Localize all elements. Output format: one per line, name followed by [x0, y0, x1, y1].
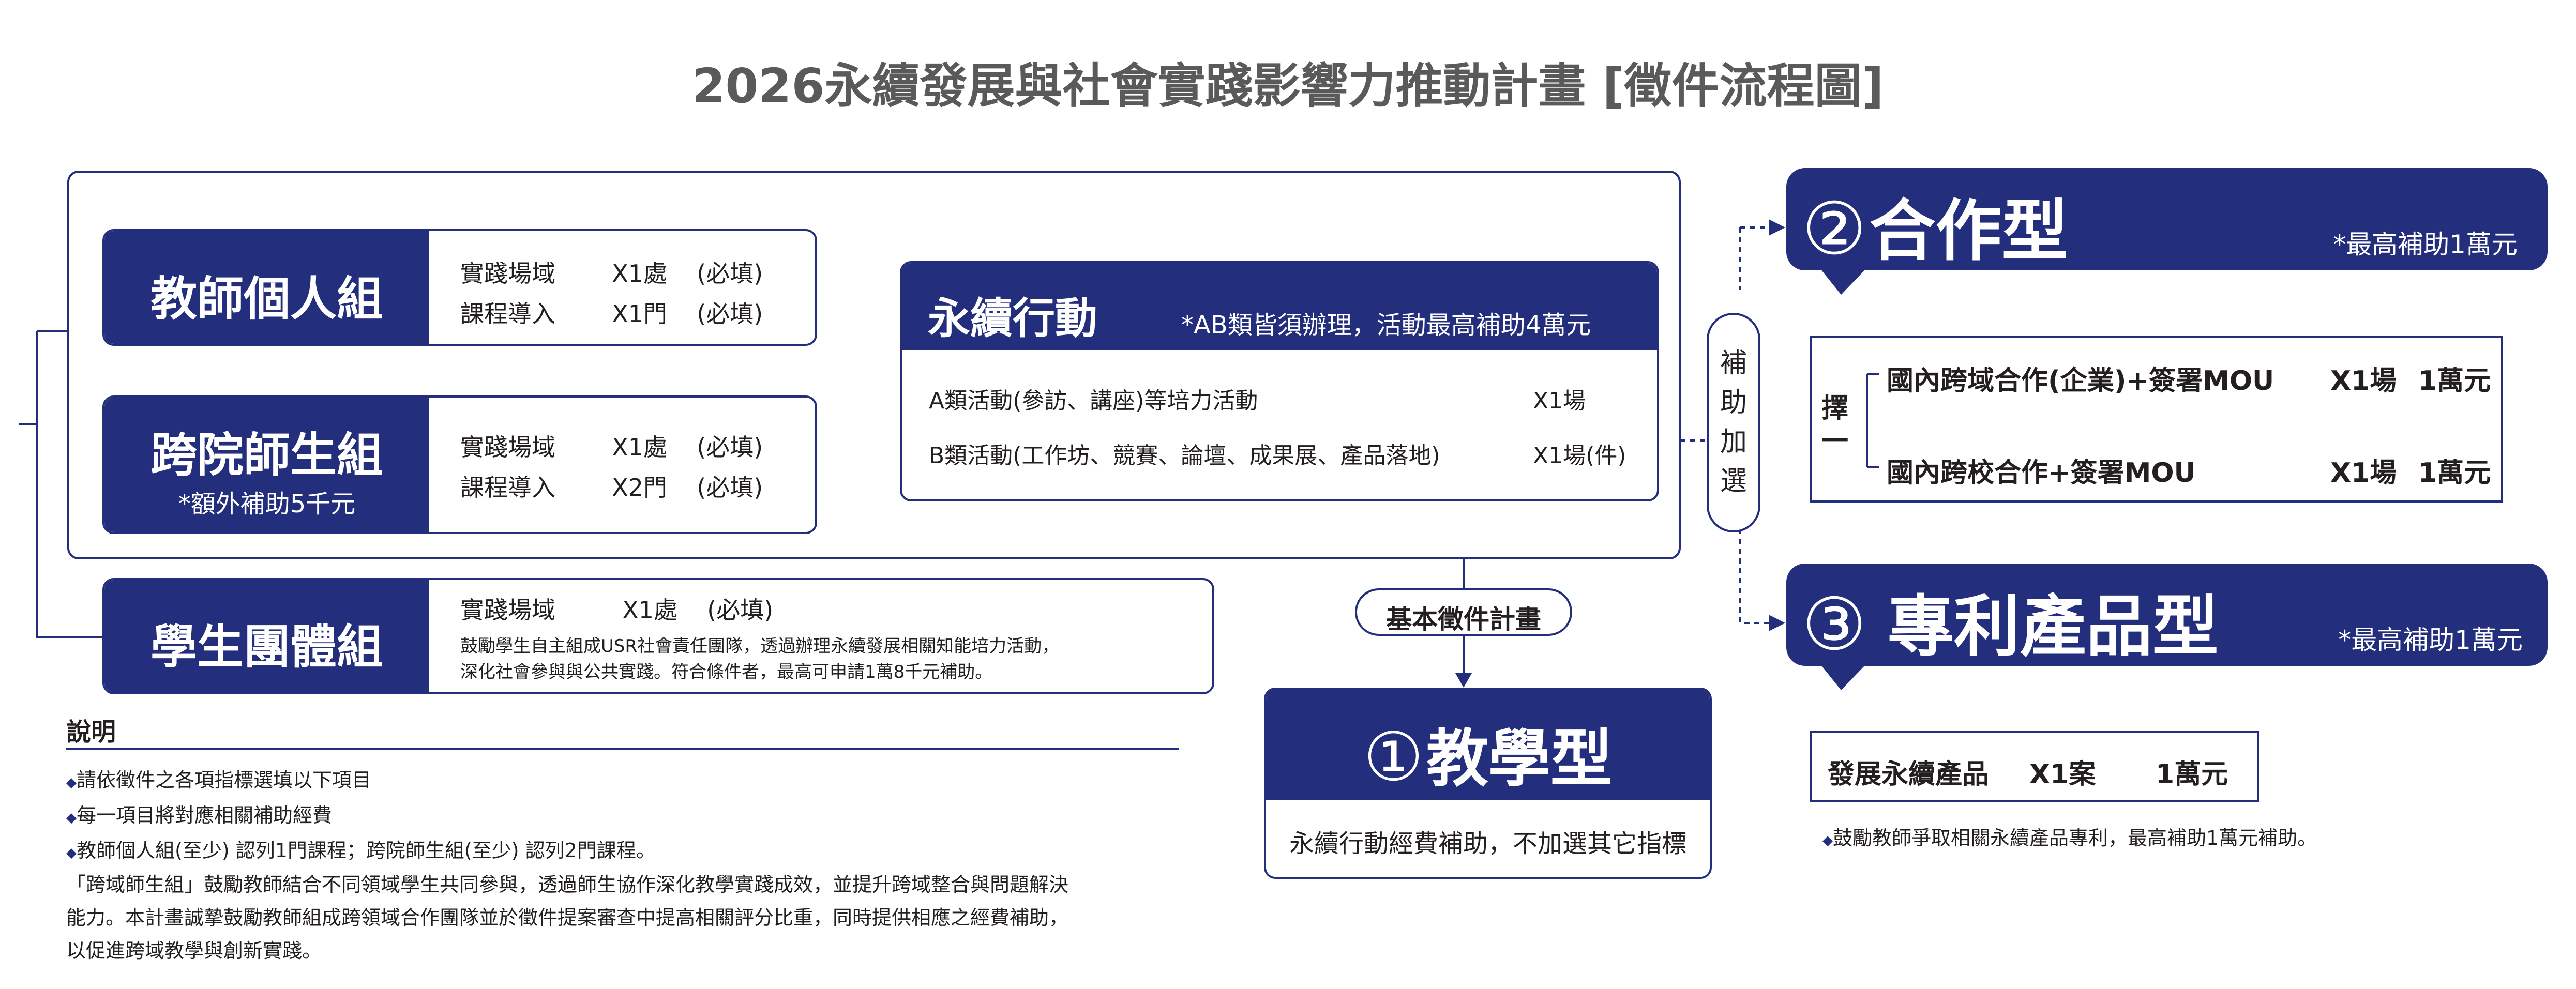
field-row: 實踐場域 X1處 (必填)	[460, 591, 773, 626]
cross-school-name: 跨院師生組	[150, 428, 383, 482]
diamond-bullet-icon: ◆	[66, 775, 77, 790]
row-label: 實踐場域	[460, 260, 555, 287]
cross-school-card: 跨院師生組 *額外補助5千元 實踐場域 X1處 (必填) 課程導入 X2門 (必…	[102, 395, 817, 534]
bullet-text: 請依徵件之各項指標選填以下項目	[77, 769, 372, 792]
row-qty: X1處	[622, 596, 678, 624]
explanation-paragraph-line2: 能力。本計畫誠摯鼓勵教師組成跨領域合作團隊並於徵件提案審查中提高相關評分比重，同…	[66, 906, 1069, 929]
row-label: 實踐場域	[460, 596, 555, 624]
teacher-individual-header: 教師個人組	[104, 231, 429, 344]
field-row: 實踐場域 X1處 (必填)	[460, 429, 763, 463]
choose-bracket	[1866, 373, 1879, 468]
patent-bullet: ◆鼓勵教師爭取相關永續產品專利，最高補助1萬元補助。	[1822, 822, 2317, 850]
row-qty: X1處	[612, 260, 668, 287]
explanation-paragraph-line1: 「跨域師生組」鼓勵教師結合不同領域學生共同參與，透過師生協作深化教學實踐成效，並…	[66, 873, 1069, 896]
explanation-bullet: ◆教師個人組(至少) 認列1門課程；跨院師生組(至少) 認列2門課程。	[66, 834, 656, 863]
cooperation-options-box: 擇 一 國內跨域合作(企業)+簽署MOU X1場 1萬元 國內跨校合作+簽署MO…	[1810, 336, 2503, 503]
teacher-individual-card: 教師個人組 實踐場域 X1處 (必填) 課程導入 X1門 (必填)	[102, 229, 817, 346]
choose-one-label: 擇 一	[1821, 392, 1848, 458]
row-required: (必填)	[697, 260, 763, 287]
patent-type-banner: ③ 專利產品型 *最高補助1萬元	[1786, 564, 2548, 668]
patent-item-qty: X1案	[2029, 759, 2096, 790]
patent-item-box: 發展永續產品 X1案 1萬元	[1810, 731, 2259, 802]
teaching-type-heading: ① 教學型	[1266, 708, 1710, 798]
sustain-action-card: 永續行動 *AB類皆須辦理，活動最高補助4萬元 A類活動(參訪、講座)等培力活動…	[900, 261, 1659, 501]
supplement-char: 補	[1720, 348, 1747, 379]
basic-plan-pill: 基本徵件計畫	[1355, 588, 1572, 636]
teaching-type-title: 教學型	[1426, 723, 1613, 795]
supplement-pill: 補 助 加 選	[1707, 313, 1760, 532]
option2-label: 國內跨校合作+簽署MOU	[1887, 458, 2196, 489]
patent-type-heading: ③ 專利產品型	[1802, 573, 2219, 668]
choose-char: 一	[1821, 426, 1849, 457]
diamond-bullet-icon: ◆	[1822, 833, 1833, 848]
diamond-bullet-icon: ◆	[66, 810, 77, 826]
explanation-bullet: ◆每一項目將對應相關補助經費	[66, 799, 332, 828]
activity-a-qty: X1場	[1533, 388, 1586, 414]
teaching-type-card: ① 教學型 永續行動經費補助，不加選其它指標	[1264, 688, 1712, 879]
field-row: 實踐場域 X1處 (必填)	[460, 255, 763, 289]
supplement-char: 助	[1720, 387, 1747, 418]
explanation-divider	[66, 748, 1179, 750]
sustain-action-title: 永續行動	[928, 294, 1098, 343]
row-required: (必填)	[697, 300, 763, 328]
explanation-heading: 說明	[66, 718, 116, 747]
sustain-action-header: 永續行動 *AB類皆須辦理，活動最高補助4萬元	[902, 263, 1657, 350]
student-group-desc-line1: 鼓勵學生自主組成USR社會責任團隊，透過辦理永續發展相關知能培力活動，	[460, 636, 1060, 657]
row-label: 實踐場域	[460, 433, 555, 461]
option1-label: 國內跨域合作(企業)+簽署MOU	[1887, 366, 2274, 397]
supplement-char: 加	[1720, 427, 1747, 458]
choose-char: 擇	[1821, 393, 1849, 424]
explanation-paragraph-line3: 以促進跨域教學與創新實踐。	[66, 939, 322, 962]
teaching-type-desc: 永續行動經費補助，不加選其它指標	[1289, 829, 1686, 858]
number-1-icon: ①	[1363, 718, 1424, 796]
course-row: 課程導入 X1門 (必填)	[460, 295, 763, 329]
cooperation-type-title: 合作型	[1869, 193, 2068, 270]
cooperation-type-banner: ② 合作型 *最高補助1萬元	[1786, 168, 2548, 273]
bullet-text: 教師個人組(至少) 認列1門課程；跨院師生組(至少) 認列2門課程。	[77, 839, 656, 862]
option1-qty: X1場	[2330, 366, 2397, 397]
patent-type-title: 專利產品型	[1887, 588, 2219, 665]
number-3-icon: ③	[1802, 583, 1867, 667]
page-title: 2026永續發展與社會實踐影響力推動計畫 [徵件流程圖]	[692, 58, 1884, 114]
patent-bullet-text: 鼓勵教師爭取相關永續產品專利，最高補助1萬元補助。	[1833, 827, 2317, 849]
option1-amount: 1萬元	[2418, 366, 2491, 397]
row-qty: X2門	[612, 474, 668, 501]
row-qty: X1門	[612, 300, 668, 328]
teacher-individual-name: 教師個人組	[150, 272, 383, 326]
bullet-text: 每一項目將對應相關補助經費	[77, 804, 333, 827]
student-group-header: 學生團體組	[104, 580, 429, 692]
supplement-char: 選	[1720, 466, 1747, 497]
diamond-bullet-icon: ◆	[66, 845, 77, 861]
explanation-bullet: ◆請依徵件之各項指標選填以下項目	[66, 764, 371, 793]
cross-school-header: 跨院師生組 *額外補助5千元	[104, 398, 429, 532]
patent-type-note: *最高補助1萬元	[2338, 625, 2523, 655]
course-row: 課程導入 X2門 (必填)	[460, 469, 763, 503]
cooperation-type-note: *最高補助1萬元	[2333, 230, 2518, 260]
student-group-desc-line2: 深化社會參與與公共實踐。符合條件者，最高可申請1萬8千元補助。	[460, 662, 993, 682]
activity-b-label: B類活動(工作坊、競賽、論壇、成果展、產品落地)	[929, 443, 1440, 469]
supplement-text: 補 助 加 選	[1709, 344, 1758, 501]
row-required: (必填)	[707, 596, 774, 624]
cross-school-note: *額外補助5千元	[178, 490, 356, 519]
number-2-icon: ②	[1802, 187, 1867, 271]
row-qty: X1處	[612, 433, 668, 461]
option2-amount: 1萬元	[2418, 458, 2491, 489]
activity-b-qty: X1場(件)	[1533, 443, 1626, 469]
row-label: 課程導入	[460, 474, 555, 501]
option2-qty: X1場	[2330, 458, 2397, 489]
row-label: 課程導入	[460, 300, 555, 328]
row-required: (必填)	[697, 433, 763, 461]
patent-item-amount: 1萬元	[2156, 759, 2228, 790]
basic-plan-label: 基本徵件計畫	[1386, 604, 1541, 634]
teaching-type-header: ① 教學型	[1266, 690, 1710, 800]
patent-item-label: 發展永續產品	[1828, 759, 1990, 790]
activity-a-label: A類活動(參訪、講座)等培力活動	[929, 388, 1258, 414]
row-required: (必填)	[697, 474, 763, 501]
student-group-card: 學生團體組 實踐場域 X1處 (必填) 鼓勵學生自主組成USR社會責任團隊，透過…	[102, 578, 1214, 694]
sustain-action-note: *AB類皆須辦理，活動最高補助4萬元	[1181, 311, 1591, 340]
student-group-name: 學生團體組	[150, 620, 383, 674]
cooperation-type-heading: ② 合作型	[1802, 177, 2068, 273]
